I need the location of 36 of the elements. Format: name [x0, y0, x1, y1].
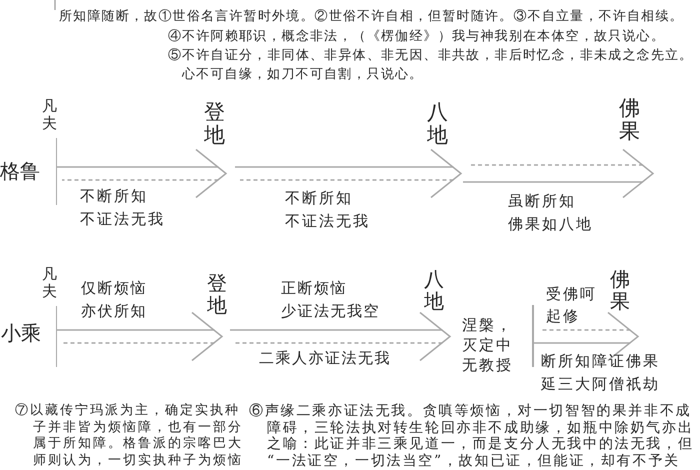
stage-note: 亦伏所知 — [81, 302, 147, 321]
stage-note: 延三大阿僧祇劫 — [541, 375, 660, 394]
stage-note: 少证法无我空 — [281, 302, 380, 321]
stage-label: 登地 — [207, 272, 227, 316]
stage-note: 不证法无我 — [285, 212, 370, 231]
stage-note: 仅断烦恼 — [81, 279, 147, 298]
stage-note: 二乘人亦证法无我 — [259, 349, 391, 368]
stage-note: 不断所知 — [285, 189, 353, 208]
stage-note: 不断所知 — [80, 187, 148, 206]
double-line-arrow — [56, 312, 223, 362]
double-line-arrow — [56, 148, 227, 198]
stage-label: 八地 — [427, 101, 448, 148]
note-paragraph: ⑥声缘二乘亦证法无我。贪嗔等烦恼，对一切智智的果并非不成障碍，三轮法执对转生轮回亦非不成助缘，如瓶中除奶气亦出之喻：此证并非三乘见道一，而是支分人无我中的法无我，但“一法证空，一切法当空”，故知已证，但能证，却有不予关 — [249, 403, 695, 469]
stage-label: 登地 — [204, 101, 225, 148]
stage-note: 断所知障证佛果 — [541, 352, 660, 371]
stage-label: 八地 — [424, 268, 444, 312]
stage-note: 虽断所知 — [508, 192, 576, 211]
stage-note: 涅槃，灭定中无教授 — [462, 315, 514, 375]
stage-note: 受佛呵起修 — [546, 284, 598, 327]
stage-note: 正断烦恼 — [281, 279, 347, 298]
double-line-arrow — [533, 312, 639, 362]
note-text: ⑤不许自证分，非同体、非异体、非无因、非共故，非后时忆念，非未成之念先立。心不可自缘，如刀不可自割，只说心。 — [168, 47, 694, 84]
stage-label: 佛果 — [610, 268, 630, 312]
note-text: 所知障随断，故①世俗名言许暂时外境。②世俗不许自相，但暂时随许。③不自立量，不许自相续。 — [59, 8, 684, 26]
start-marker: 凡夫 — [42, 98, 57, 205]
row-heading: 格鲁 — [0, 159, 40, 184]
double-line-arrow — [234, 148, 462, 198]
start-marker: 凡夫 — [42, 266, 57, 367]
stage-note: 佛果如八地 — [508, 215, 593, 234]
stage-label: 佛果 — [619, 97, 640, 144]
double-line-arrow — [462, 148, 654, 198]
stage-note: 不证法无我 — [80, 210, 165, 229]
double-line-arrow — [229, 312, 451, 362]
note-paragraph: ⑦以藏传宁玛派为主，确定实执种子并非皆为烦恼障，也有一部分属于所知障。格鲁派的宗喀巴大师则认为，一切实执种子为烦恼 — [15, 403, 244, 469]
row-heading: 小乘 — [1, 321, 41, 346]
note-text: ④不许阿赖耶识，概念非法，（《楞伽经》）我与神我别在本体空，故只说心。 — [168, 28, 665, 46]
